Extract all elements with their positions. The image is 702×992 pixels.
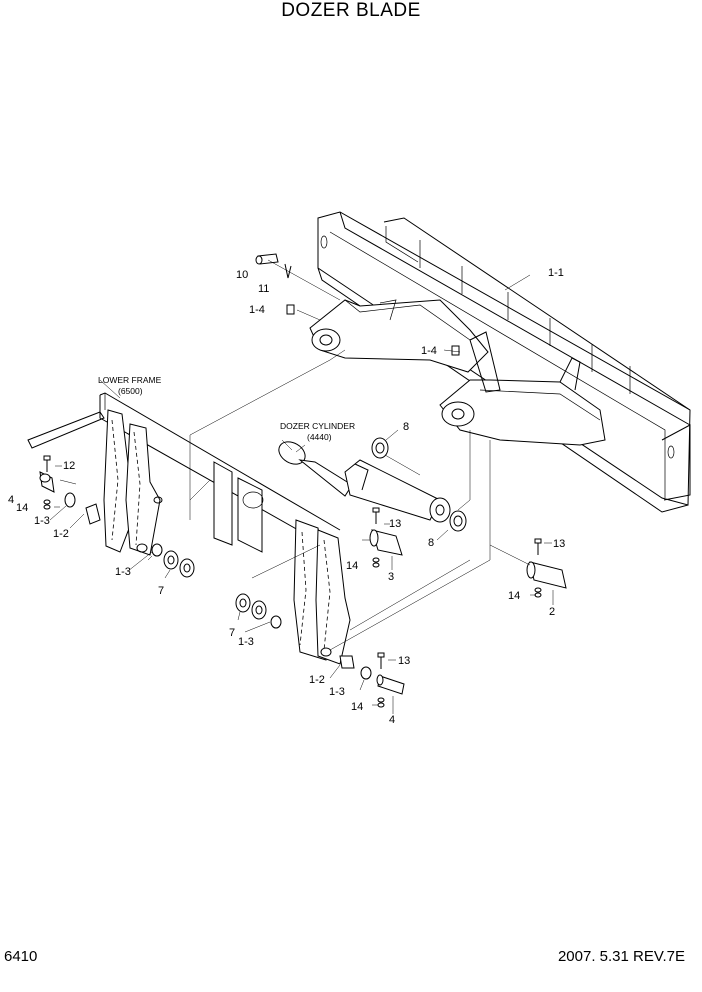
label-7-left: 7	[158, 585, 164, 597]
page-code: 6410	[4, 948, 38, 965]
label-11: 11	[258, 283, 269, 295]
label-4-right: 4	[389, 714, 395, 726]
blade-assembly	[286, 211, 691, 513]
revision-date: 2007. 5.31 REV.7E	[557, 948, 685, 965]
label-1-2-right: 1-2	[309, 674, 325, 686]
leader-lines	[49, 259, 554, 714]
label-1-3-a: 1-3	[34, 515, 50, 527]
label-7-right: 7	[229, 627, 235, 639]
label-14-mid: 14	[346, 560, 358, 572]
label-8-bottom: 8	[428, 537, 434, 549]
pin-10-and-clip-11	[255, 253, 292, 279]
label-1-3-b: 1-3	[115, 566, 131, 578]
dozer-cylinder	[278, 441, 451, 523]
callout-lower-frame-ref: (6500)	[118, 386, 143, 396]
label-14-bottom: 14	[351, 701, 363, 713]
label-1-4-right: 1-4	[421, 345, 437, 357]
label-1-3-d: 1-3	[329, 686, 345, 698]
label-10: 10	[236, 269, 248, 281]
pins	[39, 471, 567, 695]
label-13-right: 13	[553, 538, 565, 550]
label-12: 12	[63, 460, 75, 472]
label-8-top: 8	[403, 421, 409, 433]
callout-dozer-cylinder-ref: (4440)	[307, 432, 332, 442]
lower-frame	[27, 392, 351, 665]
page-title: DOZER BLADE	[281, 0, 421, 21]
label-1-1: 1-1	[548, 267, 564, 279]
label-1-2-left: 1-2	[53, 528, 69, 540]
washers-8	[371, 437, 467, 532]
label-14-left: 14	[16, 502, 28, 514]
rings	[64, 492, 372, 680]
bolts	[43, 455, 542, 708]
label-2: 2	[549, 606, 555, 618]
label-13-bottom: 13	[398, 655, 410, 667]
label-13-mid: 13	[389, 518, 401, 530]
part-labels: LOWER FRAME (6500) DOZER CYLINDER (4440)…	[8, 267, 565, 726]
callout-lower-frame: LOWER FRAME	[98, 375, 162, 385]
callout-dozer-cylinder: DOZER CYLINDER	[280, 421, 355, 431]
label-1-4-left: 1-4	[249, 304, 265, 316]
label-1-3-c: 1-3	[238, 636, 254, 648]
label-3: 3	[388, 571, 394, 583]
label-4-left: 4	[8, 494, 14, 506]
label-14-right: 14	[508, 590, 520, 602]
